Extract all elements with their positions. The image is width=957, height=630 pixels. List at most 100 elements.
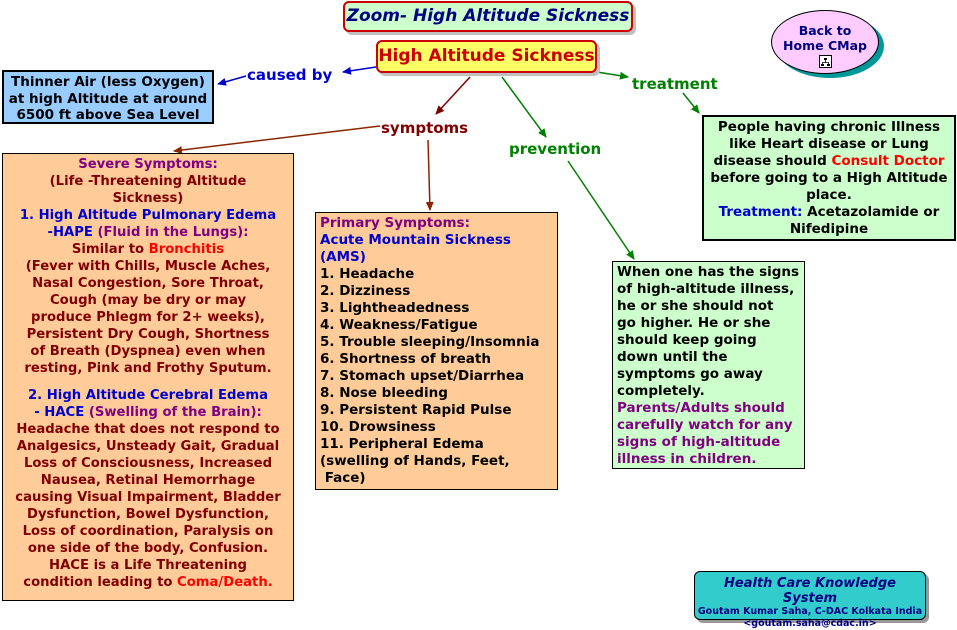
hace-symptom-line: one side of the body, Confusion.	[27, 541, 269, 556]
prevention-line: down until the	[617, 349, 728, 365]
primary-symptom-item: 1. Headache	[320, 266, 415, 282]
page-title-text: Zoom- High Altitude Sickness	[346, 6, 630, 26]
prevention-parent-line: Parents/Adults should	[617, 400, 785, 416]
hape-title-line2: -HAPE (Fluid in the Lungs):	[3, 224, 293, 241]
primary-symptom-item: 9. Persistent Rapid Pulse	[320, 402, 512, 418]
similar-to-text: Similar to	[71, 242, 145, 257]
treatment-node: People having chronic Illness like Heart…	[702, 115, 956, 241]
cause-line: 6500 ft above Sea Level	[16, 107, 200, 123]
ams-title: Acute Mountain Sickness	[320, 232, 511, 248]
severe-subheading: (Life -Threatening Altitude	[49, 174, 247, 189]
bronchitis-text: Bronchitis	[148, 242, 225, 257]
hace-symptom-line: causing Visual Impairment, Bladder	[15, 490, 281, 505]
primary-symptom-item: 5. Trouble sleeping/Insomnia	[320, 334, 540, 350]
treatment-line: before going to a High Altitude	[710, 170, 948, 186]
footer-author: Goutam Kumar Saha, C-DAC Kolkata India	[697, 606, 923, 617]
primary-symptom-item: 8. Nose bleeding	[320, 385, 448, 401]
hace-symptom-line: HACE is a Life Threatening	[49, 558, 247, 573]
arrow-main-to-symptoms	[435, 76, 471, 115]
cause-node: Thinner Air (less Oxygen) at high Altitu…	[2, 70, 214, 124]
main-concept-label: High Altitude Sickness	[378, 46, 595, 66]
link-prevention: prevention	[509, 140, 602, 158]
hape-symptom-line: Persistent Dry Cough, Shortness	[26, 327, 270, 342]
footer-email: <goutam.saha@cdac.in>	[743, 618, 877, 629]
treatment-line: disease should Consult Doctor	[704, 153, 954, 170]
hape-symptom-line: Nasal Congestion, Sore Throat,	[32, 276, 264, 291]
footer-credit: Health Care Knowledge System Goutam Kuma…	[694, 571, 926, 629]
back-label-line1: Back to	[798, 23, 852, 38]
hape-symptom-line: produce Phlegm for 2+ weeks),	[31, 310, 265, 325]
link-caused-by: caused by	[247, 66, 333, 84]
hape-symptom-line: resting, Pink and Frothy Sputum.	[24, 361, 272, 376]
treatment-prefix: disease should	[713, 153, 827, 169]
prevention-parent-line: signs of high-altitude	[617, 434, 781, 450]
prevention-line: symptoms go away	[617, 366, 763, 382]
primary-symptom-item: 2. Dizziness	[320, 283, 411, 299]
prevention-parent-line: illness in children.	[617, 451, 757, 467]
prevention-line: should keep going	[617, 332, 757, 348]
coma-death-text: Coma/Death.	[177, 575, 273, 590]
hace-desc: (Swelling of the Brain):	[88, 405, 262, 420]
link-symptoms: symptoms	[381, 119, 469, 137]
primary-symptom-item: (swelling of Hands, Feet,	[320, 453, 510, 469]
hace-symptom-line: Dysfunction, Bowel Dysfunction,	[27, 507, 269, 522]
back-label-line2: Home CMap	[783, 38, 867, 53]
hace-last-line: condition leading to Coma/Death.	[3, 574, 293, 591]
cause-line: Thinner Air (less Oxygen)	[11, 74, 205, 90]
main-concept-node: High Altitude Sickness	[376, 40, 597, 73]
treatment-line: like Heart disease or Lung	[729, 136, 929, 152]
treatment-label: Treatment:	[718, 204, 803, 220]
primary-symptoms-node: Primary Symptoms: Acute Mountain Sicknes…	[315, 212, 558, 490]
treatment-line: Treatment: Acetazolamide or	[704, 204, 954, 221]
arrow-main-to-causedby	[342, 66, 377, 75]
primary-symptom-item: 10. Drowsiness	[320, 419, 436, 435]
treatment-line: Nifedipine	[789, 221, 869, 237]
footer-title: Health Care Knowledge System	[724, 576, 896, 606]
similar-line: Similar to Bronchitis	[3, 241, 293, 258]
prevention-line: When one has the signs	[617, 264, 800, 280]
treatment-line: People having chronic Illness	[717, 119, 941, 135]
hace-title-line2: - HACE (Swelling of the Brain):	[3, 404, 293, 421]
prevention-line: completely.	[617, 383, 705, 399]
arrow-symptoms-to-primary	[425, 139, 434, 211]
primary-symptom-item: 4. Weakness/Fatigue	[320, 317, 478, 333]
arrow-symptoms-to-severe	[173, 125, 381, 155]
primary-symptom-item: 11. Peripheral Edema	[320, 436, 484, 452]
arrow-main-to-prevention	[501, 76, 547, 138]
primary-symptom-item: Face)	[320, 470, 366, 486]
primary-heading: Primary Symptoms:	[320, 215, 470, 231]
prevention-line: go higher. He or she	[617, 315, 771, 331]
arrow-main-to-treatment	[596, 71, 629, 80]
hace-abbr: - HACE	[34, 405, 85, 420]
hace-last-prefix: condition leading to	[23, 575, 173, 590]
arrow-treatment-to-box	[682, 92, 700, 114]
link-treatment: treatment	[632, 75, 718, 93]
page-title: Zoom- High Altitude Sickness	[343, 1, 633, 32]
cause-line: at high Altitude at around	[8, 90, 208, 107]
hace-symptom-line: Loss of coordination, Paralysis on	[22, 524, 274, 539]
back-to-home-button[interactable]: Back to Home CMap	[771, 10, 879, 74]
hace-symptom-line: Loss of Consciousness, Increased	[23, 456, 273, 471]
hape-title: 1. High Altitude Pulmonary Edema	[19, 208, 277, 223]
cmap-icon	[818, 55, 832, 68]
severe-heading: Severe Symptoms:	[78, 157, 218, 172]
hape-abbr: -HAPE	[47, 225, 93, 240]
prevention-line: of high-altitude illness,	[617, 281, 795, 297]
hace-symptom-line: Nausea, Retinal Hemorrhage	[40, 473, 256, 488]
severe-subheading: Sickness)	[112, 191, 184, 206]
primary-symptom-item: 6. Shortness of breath	[320, 351, 491, 367]
hace-title: 2. High Altitude Cerebral Edema	[27, 388, 269, 403]
hape-symptom-line: Cough (may be dry or may	[49, 293, 247, 308]
hape-symptom-line: of Breath (Dyspnea) even when	[30, 344, 266, 359]
treatment-drug: Acetazolamide or	[807, 204, 940, 220]
consult-doctor-text: Consult Doctor	[831, 153, 945, 169]
ams-abbr: (AMS)	[320, 249, 366, 265]
hape-desc: (Fluid in the Lungs):	[97, 225, 249, 240]
primary-symptom-item: 7. Stomach upset/Diarrhea	[320, 368, 525, 384]
primary-symptom-item: 3. Lightheadedness	[320, 300, 470, 316]
treatment-line: place.	[806, 187, 852, 203]
hace-symptom-line: Headache that does not respond to	[16, 422, 280, 437]
arrow-prevention-to-box	[567, 160, 635, 260]
prevention-parent-line: carefully watch for any	[617, 417, 793, 433]
